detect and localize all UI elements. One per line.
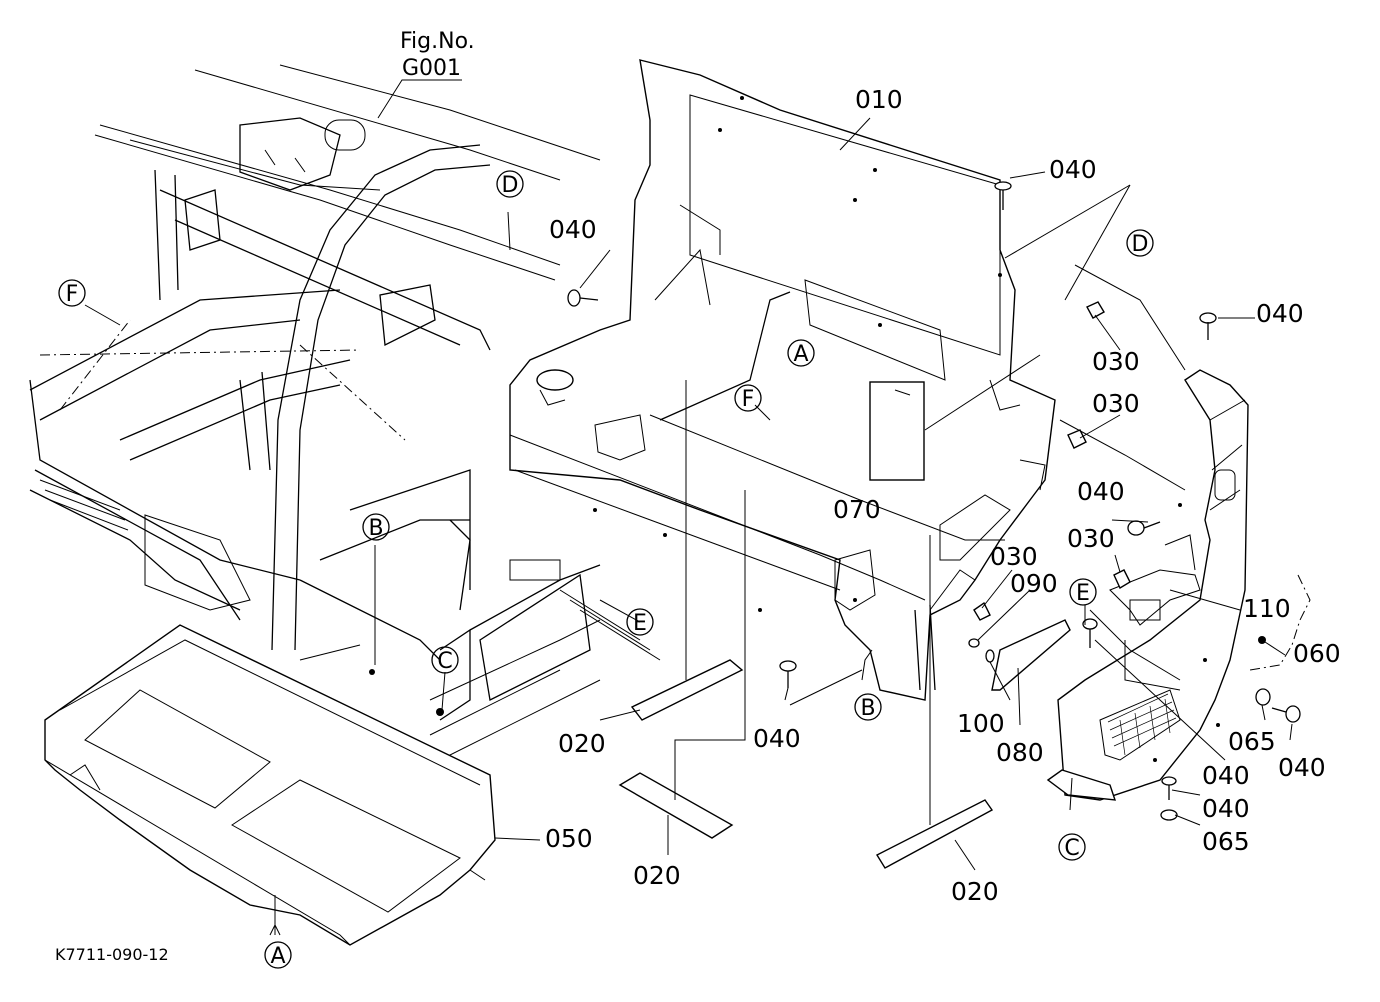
marker-B-frame: B bbox=[362, 513, 390, 541]
marker-F-frame: F bbox=[58, 279, 86, 307]
reference-markers: A A B B C C D D bbox=[58, 170, 1154, 969]
vehicle-frame bbox=[29, 64, 661, 761]
svg-text:A: A bbox=[793, 342, 808, 367]
label-part-080: 080 bbox=[996, 738, 1044, 767]
label-part-100: 100 bbox=[957, 709, 1005, 738]
svg-text:B: B bbox=[860, 696, 875, 721]
label-part-030-a: 030 bbox=[1092, 347, 1140, 376]
part-020-strips bbox=[618, 380, 994, 869]
marker-C-cover: C bbox=[1058, 833, 1086, 861]
part-number-labels: 010 020 020 020 030 030 030 030 040 040 … bbox=[545, 85, 1341, 906]
figure-ref-number: G001 bbox=[402, 56, 461, 81]
svg-text:C: C bbox=[1064, 836, 1079, 861]
svg-text:C: C bbox=[437, 649, 452, 674]
label-part-050: 050 bbox=[545, 824, 593, 853]
svg-text:B: B bbox=[368, 516, 383, 541]
label-part-040-f: 040 bbox=[1202, 761, 1250, 790]
svg-text:F: F bbox=[66, 282, 79, 307]
label-part-070: 070 bbox=[833, 495, 881, 524]
hardware bbox=[567, 181, 1301, 821]
label-part-040-h: 040 bbox=[1202, 794, 1250, 823]
drawing-id: K7711-090-12 bbox=[55, 945, 169, 964]
label-part-040-a: 040 bbox=[1049, 155, 1097, 184]
marker-B-panel: B bbox=[854, 693, 882, 721]
marker-C-frame: C bbox=[431, 646, 459, 674]
leader-lines bbox=[269, 79, 1293, 936]
marker-A-panel: A bbox=[787, 339, 815, 367]
svg-text:D: D bbox=[1132, 232, 1149, 257]
svg-text:A: A bbox=[270, 944, 285, 969]
marker-E-cover: E bbox=[1069, 578, 1097, 606]
label-part-040-b: 040 bbox=[549, 215, 597, 244]
label-part-010: 010 bbox=[855, 85, 903, 114]
label-part-040-e: 040 bbox=[753, 724, 801, 753]
figure-reference: Fig.No. G001 bbox=[400, 29, 475, 81]
svg-text:D: D bbox=[502, 173, 519, 198]
label-part-040-d: 040 bbox=[1077, 477, 1125, 506]
marker-E-frame: E bbox=[626, 608, 654, 636]
label-part-040-c: 040 bbox=[1256, 299, 1304, 328]
label-part-040-g: 040 bbox=[1278, 753, 1326, 782]
label-part-110: 110 bbox=[1243, 594, 1291, 623]
marker-F-panel: F bbox=[734, 384, 762, 412]
label-part-030-d: 030 bbox=[990, 542, 1038, 571]
marker-D-frame: D bbox=[496, 170, 524, 198]
svg-text:E: E bbox=[633, 611, 647, 636]
marker-A-tray: A bbox=[264, 941, 292, 969]
part-050-tray bbox=[44, 624, 496, 946]
label-part-030-b: 030 bbox=[1092, 389, 1140, 418]
part-060-side-cover bbox=[1046, 369, 1311, 801]
label-part-030-c: 030 bbox=[1067, 524, 1115, 553]
part-080-plate bbox=[991, 619, 1071, 691]
label-part-020-b: 020 bbox=[633, 861, 681, 890]
part-010-rear-panel bbox=[509, 59, 1056, 701]
label-part-020-a: 020 bbox=[558, 729, 606, 758]
svg-text:E: E bbox=[1076, 581, 1090, 606]
figure-ref-label: Fig.No. bbox=[400, 29, 475, 54]
label-part-065-a: 065 bbox=[1228, 727, 1276, 756]
svg-text:F: F bbox=[742, 387, 755, 412]
marker-D-panel: D bbox=[1126, 229, 1154, 257]
label-part-060: 060 bbox=[1293, 639, 1341, 668]
label-part-020-c: 020 bbox=[951, 877, 999, 906]
label-part-065-b: 065 bbox=[1202, 827, 1250, 856]
label-part-090: 090 bbox=[1010, 569, 1058, 598]
